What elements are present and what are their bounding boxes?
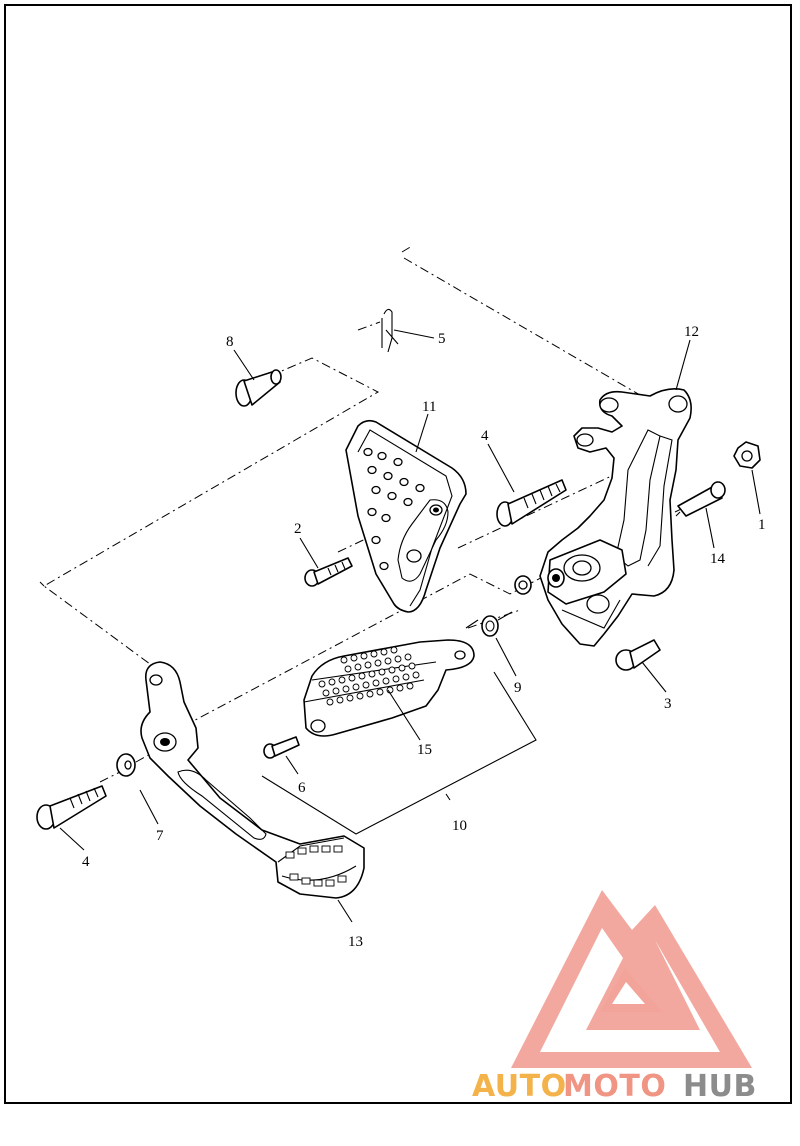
callout-8: 8 xyxy=(226,334,234,350)
callout-5: 5 xyxy=(438,331,446,347)
leader-lines xyxy=(59,329,761,923)
bolt-part-2 xyxy=(304,557,353,587)
callout-6: 6 xyxy=(298,780,306,796)
callout-labels: 8 5 11 12 4 2 1 14 3 9 15 6 7 10 4 13 xyxy=(82,324,766,950)
callout-4-lower: 4 xyxy=(82,854,90,870)
spring-part-9 xyxy=(465,611,513,637)
callout-14: 14 xyxy=(710,551,726,567)
callout-1: 1 xyxy=(758,517,766,533)
bolt-part-4-lower xyxy=(36,785,107,830)
heel-plate-part-11 xyxy=(345,419,467,613)
logo-word-hub: HUB xyxy=(683,1069,757,1104)
callout-4-upper: 4 xyxy=(481,428,489,444)
callout-7: 7 xyxy=(156,828,164,844)
callout-12: 12 xyxy=(684,324,699,340)
pivot-bushing-parts xyxy=(514,568,565,595)
brake-lever-part-13 xyxy=(140,661,365,899)
logo-word-moto: MOTO xyxy=(563,1069,666,1104)
screw-part-3 xyxy=(615,639,661,671)
callout-11: 11 xyxy=(422,399,436,415)
heel-plate-holes xyxy=(363,447,425,571)
logo-word-auto: AUTO xyxy=(472,1069,567,1104)
callout-13: 13 xyxy=(348,934,363,950)
mount-bracket-part-12 xyxy=(539,388,692,647)
callout-9: 9 xyxy=(514,680,522,696)
footpeg-part-15 xyxy=(303,639,475,737)
nut-part-1 xyxy=(733,441,761,469)
callout-15: 15 xyxy=(417,742,432,758)
washer-part-7 xyxy=(116,753,136,777)
callout-10: 10 xyxy=(452,818,467,834)
clevis-pin-part-8 xyxy=(235,369,282,407)
bolt-part-4-upper xyxy=(496,479,567,527)
cotter-pin-part-5 xyxy=(381,308,399,353)
pin-part-14 xyxy=(675,481,726,517)
drawing-frame xyxy=(4,4,792,1104)
lever-pad-teeth xyxy=(285,845,347,887)
footpeg-teeth xyxy=(318,646,420,706)
screw-part-6 xyxy=(263,736,300,759)
callout-3: 3 xyxy=(664,696,672,712)
automotohub-logo xyxy=(511,890,752,1068)
callout-2: 2 xyxy=(294,521,302,537)
